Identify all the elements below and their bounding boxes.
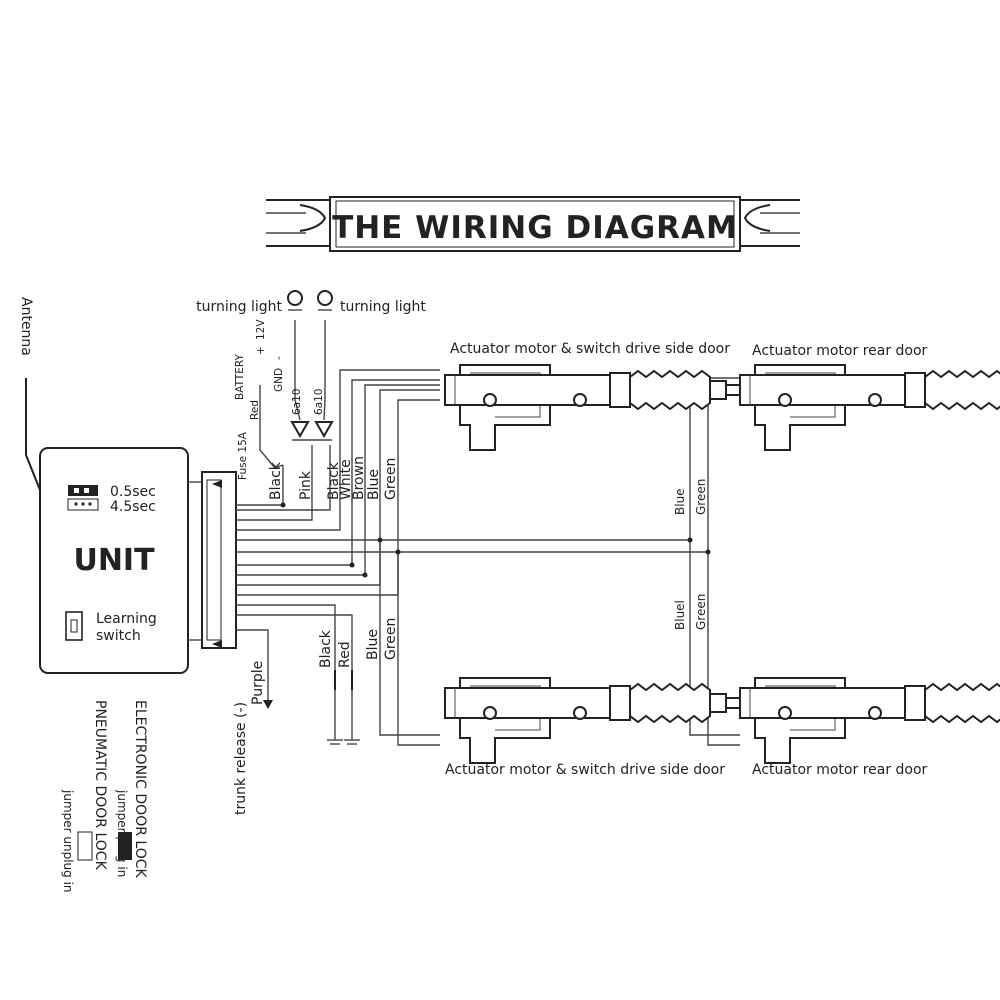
diagram-title: THE WIRING DIAGRAM [332, 210, 738, 246]
time-option-0.5: 0.5sec [110, 484, 156, 500]
wire-label-black-bottom: Black [318, 629, 334, 668]
wire-label-right-green: Green [694, 479, 708, 515]
connector [188, 471, 237, 649]
rating-label-1: 6a10 [291, 389, 303, 415]
power-labels: BATTERY + 12V GND - Fuse 15A Red 6a10 6a… [234, 319, 325, 480]
antenna-label: Antenna [18, 297, 34, 356]
jumper-unplug-icon [77, 831, 93, 861]
wire-label-red-bottom: Red [337, 641, 353, 668]
turning-light-left-label: turning light [196, 299, 282, 315]
wire-label-green-bottom: Green [383, 618, 399, 660]
door-lock-notes: ELECTRONIC DOOR LOCK jumper plug in PNEU… [61, 700, 148, 893]
actuator-top-right-label: Actuator motor rear door [752, 343, 928, 359]
time-option-4.5: 4.5sec [110, 499, 156, 515]
unit-name: UNIT [73, 543, 155, 578]
actuator-top-right: Actuator motor rear door [739, 343, 1000, 451]
fuse-wire-label: Red [249, 400, 261, 420]
actuator-top-left-label: Actuator motor & switch drive side door [450, 341, 730, 357]
actuator-bottom-left: Actuator motor & switch drive side door [444, 677, 747, 778]
wire-labels-top: Black Pink Black White Brown Blue Green [268, 456, 399, 500]
wire-label-right-green-2: Green [694, 594, 708, 630]
gnd-label: GND [273, 368, 285, 392]
actuator-top-left: Actuator motor & switch drive side door [444, 341, 747, 451]
control-unit: 0.5sec 4.5sec UNIT Learning switch [39, 447, 189, 674]
fuse-label: Fuse 15A [237, 431, 249, 480]
electronic-door-lock-label: ELECTRONIC DOOR LOCK [132, 700, 148, 878]
battery-plus: + [255, 346, 267, 355]
rating-label-2: 6a10 [313, 389, 325, 415]
wire-label-blue: Blue [366, 469, 382, 500]
wire-label-blue-bottom: Blue [365, 629, 381, 660]
pneumatic-jumper-label: jumper unplug in [61, 789, 75, 893]
gnd-minus: - [273, 356, 285, 360]
actuator-bottom-right-label: Actuator motor rear door [752, 762, 928, 778]
wire-label-brown: Brown [351, 456, 367, 500]
turning-lights: turning light turning light [196, 290, 426, 441]
actuator-bottom-left-label: Actuator motor & switch drive side door [445, 762, 725, 778]
learning-switch-line2: switch [96, 628, 141, 644]
title-banner: THE WIRING DIAGRAM [266, 196, 800, 252]
wire-label-black-2: Black [326, 461, 342, 500]
wire-label-pink: Pink [298, 470, 314, 500]
jumper-plug-icon [118, 832, 132, 860]
bulb-icon [317, 290, 333, 306]
actuator-bottom-right: Actuator motor rear door [739, 677, 1000, 778]
wire-label-green: Green [383, 458, 399, 500]
bulb-icon [287, 290, 303, 306]
wire-label-right-blue: Blue [673, 488, 687, 515]
wire-label-right-bluel: Bluel [673, 600, 687, 630]
jumper-icon [68, 485, 98, 496]
purple-wire-label: Purple [250, 661, 266, 705]
turning-light-right-label: turning light [340, 299, 426, 315]
battery-label: BATTERY [234, 354, 246, 400]
wire-labels-right: Blue Green Bluel Green [673, 479, 708, 630]
wire-label-white: White [338, 459, 354, 500]
learning-switch-line1: Learning [96, 611, 157, 627]
trunk-release-label: trunk release (-) [233, 702, 249, 815]
wire-label-black-1: Black [268, 461, 284, 500]
wire-labels-bottom: Black Red Blue Green [318, 618, 399, 668]
diode-icon [314, 421, 334, 439]
trunk-release: trunk release (-) Purple [233, 661, 266, 815]
pneumatic-door-lock-label: PNEUMATIC DOOR LOCK [92, 700, 108, 871]
diode-icon [290, 421, 310, 439]
battery-voltage: 12V [255, 319, 267, 340]
